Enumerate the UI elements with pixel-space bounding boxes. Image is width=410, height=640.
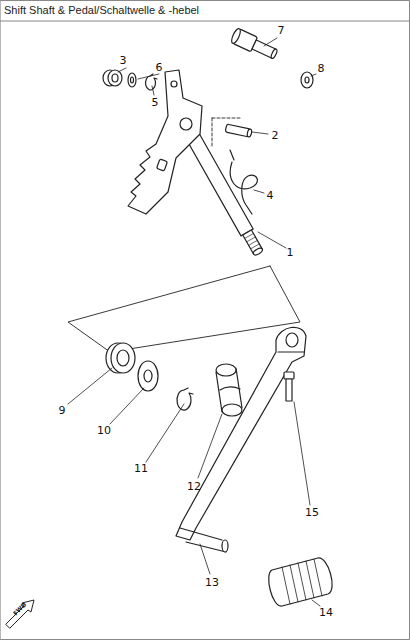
callout-number: 1 (286, 246, 295, 259)
callout-number: 3 (119, 54, 128, 67)
clamp-bolt (284, 372, 294, 401)
callout-number: 15 (304, 506, 320, 519)
callout-number: 5 (151, 96, 160, 109)
page-title: Shift Shaft & Pedal/Schaltwelle & -hebel (4, 5, 199, 16)
callout-number: 4 (266, 189, 275, 202)
shift-pedal (176, 327, 306, 552)
pivot-bolt (230, 27, 279, 61)
washer (301, 72, 313, 88)
spacer (216, 364, 242, 416)
fwd-arrow (6, 600, 34, 628)
circlip (177, 388, 193, 410)
pedal-rubber (269, 558, 332, 606)
callout-number: 9 (58, 404, 67, 417)
washer (128, 73, 136, 87)
callout-number: 14 (318, 606, 334, 619)
callout-number: 13 (204, 576, 220, 589)
collar (103, 70, 122, 86)
callout-number: 7 (277, 24, 286, 37)
shift-shaft (128, 70, 265, 257)
title-rule (0, 21, 410, 22)
assembly-lines (68, 118, 300, 352)
callout-number: 12 (186, 480, 202, 493)
oil-seal (106, 343, 135, 373)
pin (225, 124, 252, 137)
callout-number: 10 (96, 424, 112, 437)
callout-number: 8 (317, 62, 326, 75)
circlip (145, 74, 157, 90)
callout-number: 2 (271, 129, 280, 142)
washer (138, 361, 158, 391)
return-spring (230, 150, 257, 214)
leader-lines (68, 38, 320, 606)
callout-number: 11 (133, 462, 149, 475)
callout-number: 6 (155, 61, 164, 74)
